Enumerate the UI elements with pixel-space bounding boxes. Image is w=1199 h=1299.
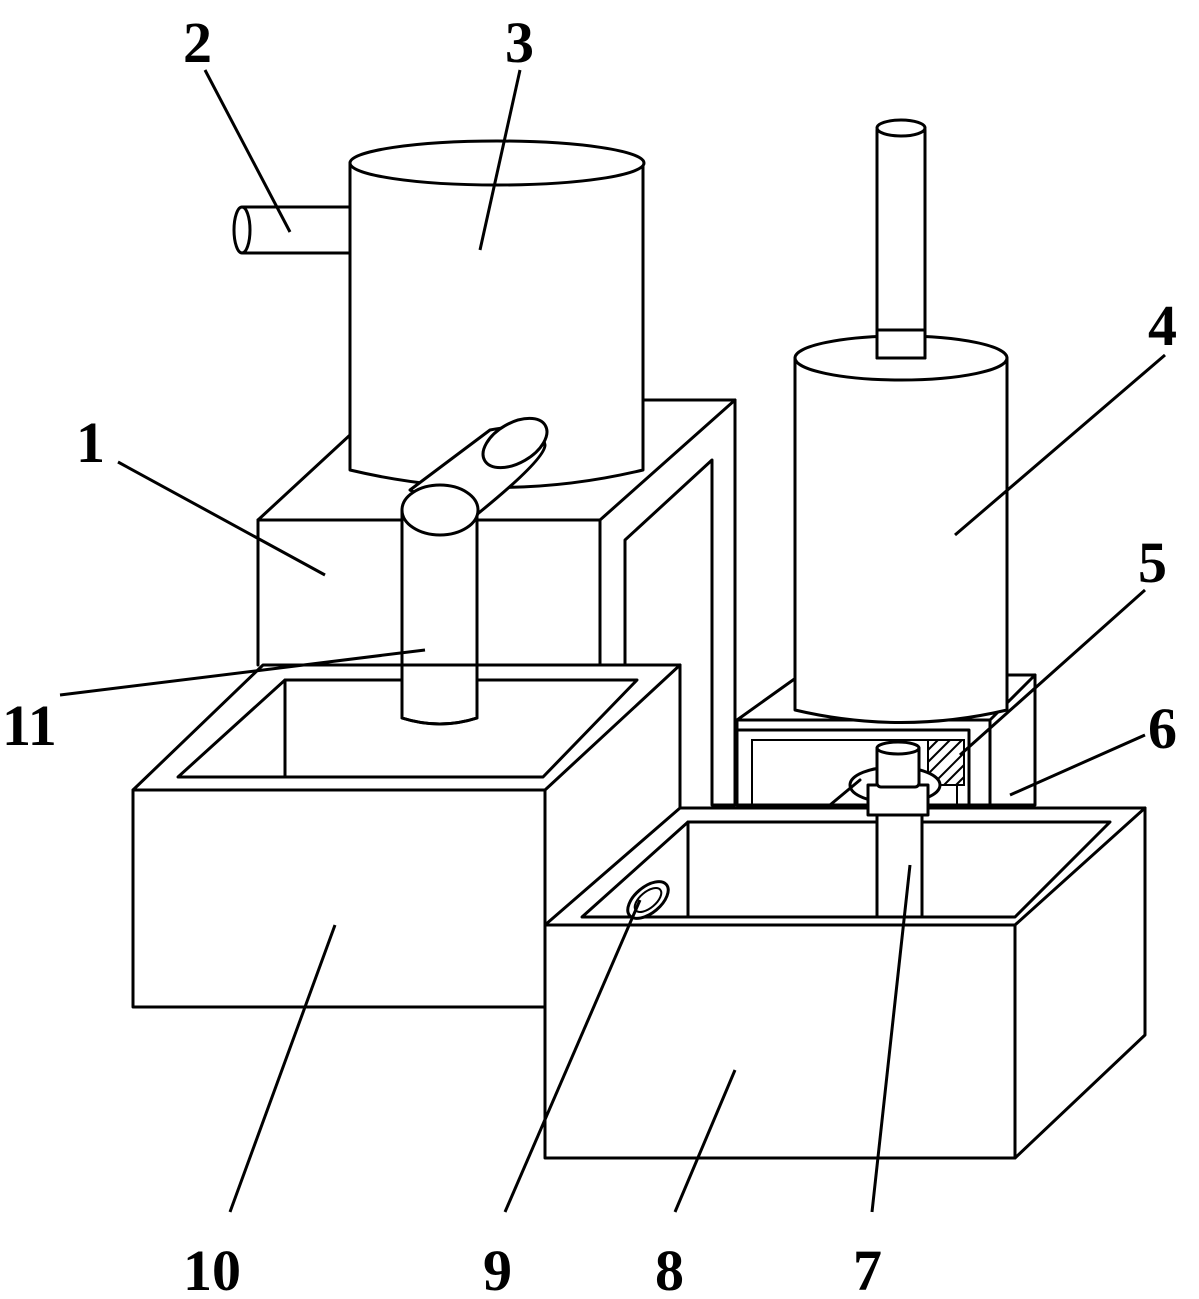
label-7: 7 xyxy=(853,1238,882,1299)
box-8 xyxy=(543,806,1147,1160)
leader-lines xyxy=(59,69,1166,1213)
side-pipe-2 xyxy=(232,205,352,255)
label-1: 1 xyxy=(76,410,105,475)
shaft-7 xyxy=(866,740,930,919)
box-10 xyxy=(131,663,682,1009)
label-9: 9 xyxy=(483,1238,512,1299)
label-10: 10 xyxy=(183,1238,241,1299)
label-2: 2 xyxy=(183,10,212,75)
label-4: 4 xyxy=(1148,293,1177,358)
hole-9 xyxy=(626,880,670,920)
tank-3 xyxy=(348,139,646,489)
label-6: 6 xyxy=(1148,696,1177,761)
motor-4 xyxy=(793,118,1009,724)
label-8: 8 xyxy=(655,1238,684,1299)
label-5: 5 xyxy=(1138,530,1167,595)
callout-labels: 2 3 1 4 5 6 11 10 9 8 7 xyxy=(2,10,1177,1299)
label-3: 3 xyxy=(505,10,534,75)
label-11: 11 xyxy=(2,693,57,758)
